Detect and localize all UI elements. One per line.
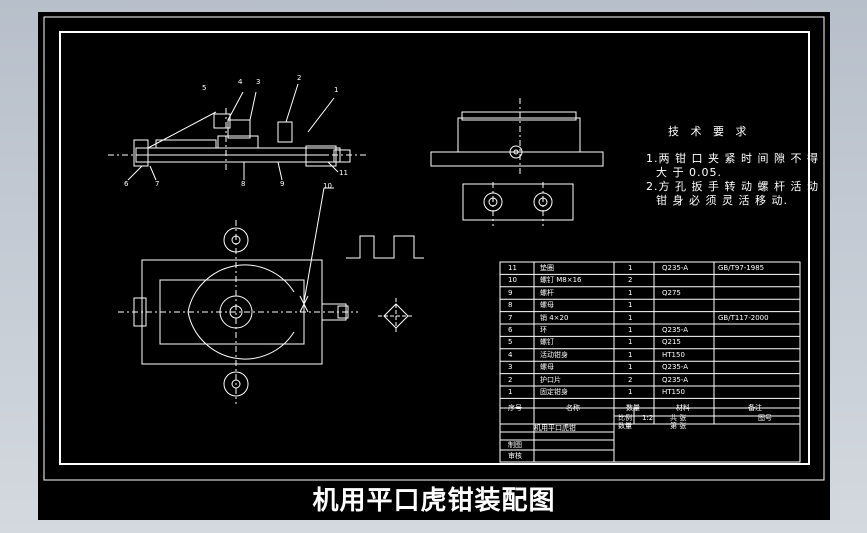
balloon-3: 3 [256,78,261,86]
title-block-sheet-label: 第 张 [670,422,687,430]
bom-header-qty: 数量 [626,404,640,412]
title-block-drawing-no: 图号 [758,414,772,422]
bom-cell-qty: 1 [628,301,633,310]
balloon-5: 5 [202,84,207,92]
bom-table [499,261,801,463]
bom-cell-name: 螺钉 M8×16 [540,276,582,285]
top-view [118,187,358,404]
bom-cell-qty: 1 [628,363,633,372]
bom-cell-no: 11 [508,264,517,272]
bom-cell-name: 活动钳身 [540,350,568,359]
title-block-scale-value: 1:2 [642,414,654,422]
bom-cell-qty: 1 [628,388,633,396]
bom-cell-material: HT150 [662,388,685,396]
bom-cell-qty: 2 [628,375,633,384]
tech-requirements-heading: 技 术 要 求 [668,125,751,138]
balloon-1: 1 [334,86,339,94]
bom-cell-name: 环 [540,326,547,334]
bom-cell-no: 7 [508,313,513,322]
title-block-checked-label: 审核 [508,452,522,460]
drawing-sheet: 5 4 3 2 1 6 7 8 9 10 11 技 术 要 求 1.两 钳 口 … [38,12,830,520]
bom-cell-qty: 2 [628,276,633,285]
inner-border [59,31,810,465]
bom-header-note: 备注 [748,404,762,412]
bom-cell-no: 5 [508,338,513,347]
bom-cell-note: GB/T97-1985 [718,264,765,272]
bom-header-name: 名称 [566,404,580,412]
bom-cell-no: 8 [508,301,513,310]
bom-cell-no: 4 [508,350,513,359]
tech-requirement-line: 1.两 钳 口 夹 紧 时 间 隙 不 得 [646,152,819,165]
bom-cell-no: 1 [508,388,513,396]
bom-cell-name: 螺钉 [540,338,554,347]
balloon-2: 2 [297,74,302,82]
bom-cell-qty: 1 [628,326,633,334]
bom-cell-name: 固定钳身 [540,388,568,396]
bom-cell-qty: 1 [628,288,633,297]
bom-cell-material: Q235-A [662,375,689,384]
bom-cell-material: Q235-A [662,326,689,334]
bom-cell-name: 螺杆 [540,288,554,297]
balloon-8: 8 [241,180,246,188]
bom-cell-material: Q235-A [662,363,689,372]
bom-cell-no: 9 [508,288,513,297]
bom-cell-name: 垫圈 [540,264,554,272]
title-block-scale-label: 比例 [618,414,632,422]
bom-cell-qty: 1 [628,313,633,322]
bom-cell-no: 2 [508,375,513,384]
bom-cell-note: GB/T117-2000 [718,313,769,322]
bom-cell-no: 6 [508,326,513,334]
tech-requirement-line: 2.方 孔 扳 手 转 动 螺 杆 活 动 [646,180,819,193]
bom-cell-no: 10 [508,276,517,285]
bom-cell-qty: 1 [628,338,633,347]
bom-cell-material: Q215 [662,338,681,347]
title-block-qty-label: 数量 [618,422,632,430]
title-block-count-label: 共 张 [670,414,687,422]
bom-cell-material: HT150 [662,350,685,359]
balloon-11: 11 [339,169,348,177]
bom-cell-name: 螺母 [540,301,554,310]
title-block-drawing-name: 机用平口虎钳 [534,424,576,432]
balloon-4: 4 [238,78,243,86]
title-block-drawn-label: 制图 [508,441,522,449]
assembly-drawing [43,16,825,481]
tech-requirement-line: 钳 身 必 须 灵 活 移 动. [656,194,788,207]
bom-cell-name: 螺母 [540,363,554,372]
bom-cell-qty: 1 [628,350,633,359]
front-view [108,83,368,181]
bom-header-no: 序号 [508,404,522,412]
bom-cell-name: 销 4×20 [540,313,569,322]
bom-cell-no: 3 [508,363,513,372]
bom-header-material: 材料 [676,404,690,412]
drawing-caption: 机用平口虎钳装配图 [312,486,556,516]
outer-border [43,16,825,481]
bom-cell-qty: 1 [628,264,633,272]
balloon-10: 10 [323,182,332,190]
side-view [430,98,604,226]
tech-requirement-line: 大 于 0.05. [656,166,722,179]
bom-cell-material: Q275 [662,288,681,297]
balloon-7: 7 [155,180,160,188]
balloon-6: 6 [124,180,129,188]
bom-cell-name: 护口片 [540,375,561,384]
balloon-9: 9 [280,180,285,188]
bom-cell-material: Q235-A [662,264,689,272]
detail-views [346,235,424,334]
